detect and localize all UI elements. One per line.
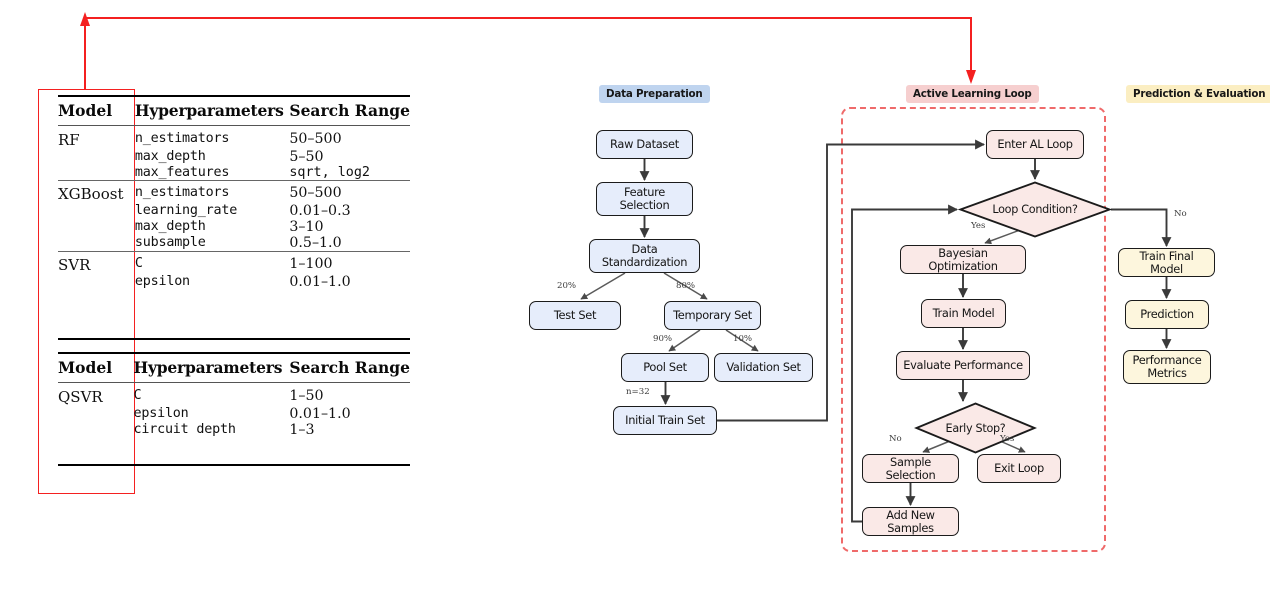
node-train-final-model[interactable]: Train Final Model <box>1118 248 1215 277</box>
table-header-row: Model Hyperparameters Search Range <box>58 96 410 126</box>
table-row: XGBoost n_estimators 50–500 <box>58 180 410 203</box>
node-feature-selection[interactable]: Feature Selection <box>596 182 693 216</box>
cell-search-range: 1–3 <box>289 422 315 438</box>
node-validation-set[interactable]: Validation Set <box>714 353 813 382</box>
cell-hyperparameter: n_estimators <box>134 131 230 146</box>
cell-model: SVR <box>58 251 135 274</box>
table-row: subsample 0.5–1.0 <box>58 235 410 252</box>
table-row: epsilon 0.01–1.0 <box>58 406 410 422</box>
table-row: circuit depth 1–3 <box>58 422 410 443</box>
cell-search-range: 0.01–1.0 <box>289 406 351 422</box>
cell-search-range: 1–100 <box>289 251 410 274</box>
cell-hyperparameter: max_depth <box>134 149 206 164</box>
node-exit-loop[interactable]: Exit Loop <box>977 454 1061 483</box>
table-row: RF n_estimators 50–500 <box>58 125 410 149</box>
edge-label-split-temp: 80% <box>676 281 696 291</box>
node-temporary-set[interactable]: Temporary Set <box>664 301 761 330</box>
table-row: SVR C 1–100 <box>58 251 410 274</box>
edge-label-loop-yes: Yes <box>971 221 986 231</box>
node-sample-selection[interactable]: Sample Selection <box>862 454 959 483</box>
table-row: epsilon 0.01–1.0 <box>58 274 410 295</box>
cell-hyperparameter: max_depth <box>134 219 206 234</box>
table1-bottom-rule <box>58 338 410 341</box>
table-row: learning_rate 0.01–0.3 <box>58 203 410 219</box>
table-quantum-hyperparameters: Model Hyperparameters Search Range QSVR … <box>58 352 410 443</box>
node-evaluate-performance[interactable]: Evaluate Performance <box>896 351 1030 380</box>
cell-search-range: 0.01–1.0 <box>289 274 351 290</box>
edge-label-initial-n: n=32 <box>626 387 650 397</box>
edge-label-split-pool: 90% <box>653 334 673 344</box>
section-label-prediction-eval: Prediction & Evaluation <box>1126 85 1270 103</box>
cell-hyperparameter: max_features <box>134 165 230 180</box>
node-pool-set[interactable]: Pool Set <box>621 353 709 382</box>
table-header-row: Model Hyperparameters Search Range <box>58 353 410 383</box>
table-row: max_features sqrt, log2 <box>58 165 410 181</box>
cell-hyperparameter: circuit depth <box>133 422 236 437</box>
cell-model: QSVR <box>58 388 103 406</box>
red-highlight-box-model-column <box>38 89 135 494</box>
cell-search-range: 50–500 <box>289 131 342 147</box>
cell-search-range: 0.5–1.0 <box>289 235 342 251</box>
cell-model <box>58 149 135 165</box>
node-add-new-samples[interactable]: Add New Samples <box>862 507 959 536</box>
red-callout-vertical-left <box>84 18 86 90</box>
cell-search-range: sqrt, log2 <box>289 165 370 180</box>
edge-label-loop-no: No <box>1174 209 1187 219</box>
cell-search-range: 1–50 <box>289 388 324 404</box>
cell-model: RF <box>58 131 80 149</box>
node-early-stop[interactable]: Early Stop? <box>914 402 1037 454</box>
edge-label-early-no: No <box>889 434 902 444</box>
table-row: max_depth 5–50 <box>58 149 410 165</box>
cell-model <box>58 274 135 295</box>
col-header-search-range: Search Range <box>289 101 410 120</box>
red-callout-horizontal-top <box>84 17 972 19</box>
edge-label-split-test: 20% <box>557 281 577 291</box>
table-row: QSVR C 1–50 <box>58 382 410 406</box>
col-header-model: Model <box>58 101 113 120</box>
node-data-standardization[interactable]: Data Standardization <box>589 239 700 273</box>
cell-model <box>58 406 134 422</box>
col-header-model: Model <box>58 358 113 377</box>
cell-model <box>58 235 135 252</box>
edge-label-split-validation: 10% <box>733 334 753 344</box>
section-label-active-learning: Active Learning Loop <box>906 85 1039 103</box>
cell-hyperparameter: learning_rate <box>134 203 238 218</box>
red-callout-vertical-right <box>970 17 972 72</box>
cell-search-range: 3–10 <box>289 219 324 235</box>
table-row: max_depth 3–10 <box>58 219 410 235</box>
cell-model <box>58 165 135 181</box>
table2-bottom-rule <box>58 464 410 467</box>
cell-hyperparameter: epsilon <box>133 406 189 421</box>
cell-search-range: 5–50 <box>289 149 324 165</box>
cell-hyperparameter: n_estimators <box>134 180 290 203</box>
table-classical-hyperparameters: Model Hyperparameters Search Range RF n_… <box>58 95 410 295</box>
cell-hyperparameter: subsample <box>134 235 206 250</box>
node-bayesian-optimization[interactable]: Bayesian Optimization <box>900 245 1026 274</box>
cell-model <box>58 422 134 443</box>
cell-model <box>58 219 135 235</box>
node-performance-metrics[interactable]: Performance Metrics <box>1123 350 1211 384</box>
node-raw-dataset[interactable]: Raw Dataset <box>596 130 693 159</box>
node-enter-al-loop[interactable]: Enter AL Loop <box>986 130 1084 159</box>
col-header-search-range: Search Range <box>289 358 410 377</box>
cell-hyperparameter: epsilon <box>134 274 190 289</box>
section-label-data-preparation: Data Preparation <box>599 85 710 103</box>
cell-hyperparameter: C <box>133 388 142 403</box>
node-test-set[interactable]: Test Set <box>529 301 621 330</box>
node-train-model[interactable]: Train Model <box>921 299 1006 328</box>
edge-label-early-yes: Yes <box>1000 434 1015 444</box>
cell-search-range: 0.01–0.3 <box>289 203 351 219</box>
col-header-hyperparameters: Hyperparameters <box>133 358 283 377</box>
cell-hyperparameter: C <box>134 251 290 274</box>
cell-model <box>58 203 135 219</box>
col-header-hyperparameters: Hyperparameters <box>134 101 284 120</box>
active-learning-loop-boundary <box>841 107 1106 552</box>
node-initial-train-set[interactable]: Initial Train Set <box>613 406 717 435</box>
cell-search-range: 50–500 <box>289 180 410 203</box>
node-prediction[interactable]: Prediction <box>1125 300 1209 329</box>
cell-model: XGBoost <box>58 180 135 203</box>
